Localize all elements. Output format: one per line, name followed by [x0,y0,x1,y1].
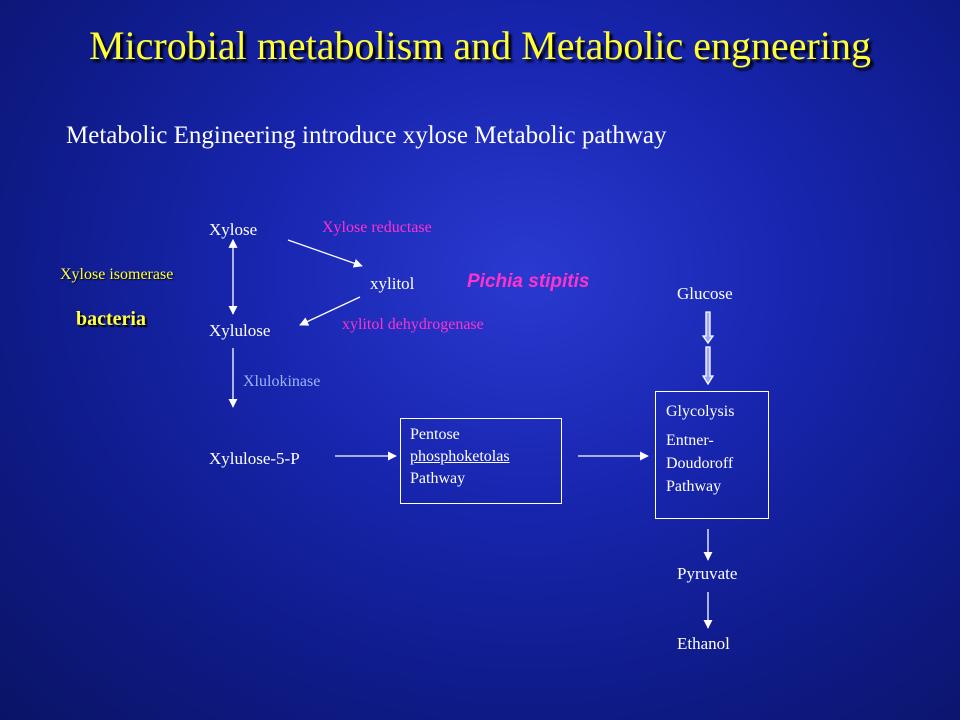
node-xylitol: xylitol [370,274,415,293]
pentose-line-1: Pentose [410,426,460,443]
glycolysis-ed-box: Glycolysis Entner- Doudoroff Pathway [655,391,769,519]
pentose-line-2: phosphoketolas [410,448,510,465]
node-xylulose-5-p: Xylulose-5-P [209,449,300,468]
slide-subtitle: Metabolic Engineering introduce xylose M… [66,122,667,149]
organism-bacteria: bacteria [76,308,146,330]
pentose-line-3: Pathway [410,470,466,487]
node-xylose: Xylose [209,220,258,239]
arrow-xylitol-to-xylulose [299,296,361,326]
glycolysis-line-2: Entner- [666,432,714,449]
enzyme-xylose-isomerase: Xylose isomerase [60,266,174,283]
glycolysis-line-1: Glycolysis [666,403,735,420]
pentose-phosphoketolase-box: Pentose phosphoketolas Pathway [400,418,562,504]
node-xylulose: Xylulose [209,321,271,340]
glycolysis-line-4: Pathway [666,478,722,495]
node-ethanol: Ethanol [677,634,730,653]
arrow-glucose-to-glycolysis [701,311,715,386]
node-glucose: Glucose [677,284,733,303]
enzyme-xylitol-dehydrogenase: xylitol dehydrogenase [342,316,484,333]
organism-pichia-stipitis: Pichia stipitis [467,271,590,292]
enzyme-xylose-reductase: Xylose reductase [322,219,432,236]
node-pyruvate: Pyruvate [677,564,738,583]
slide-title: Microbial metabolism and Metabolic engne… [89,23,871,68]
glycolysis-line-3: Doudoroff [666,455,734,472]
enzyme-xlulokinase: Xlulokinase [243,373,321,390]
arrow-xylose-to-xylitol [287,239,363,268]
